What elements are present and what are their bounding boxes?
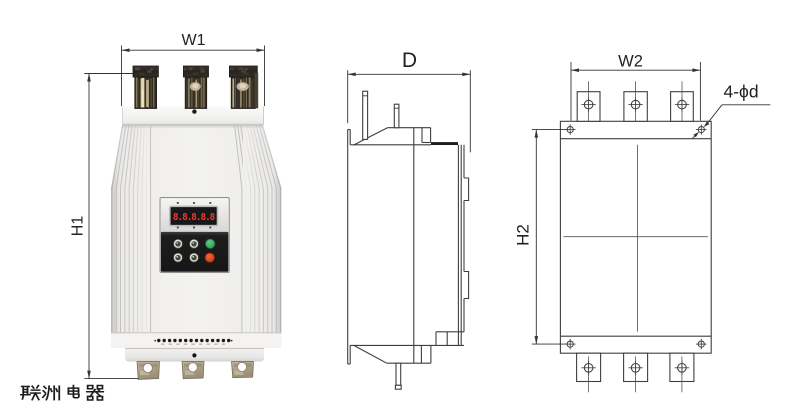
- gasket-strip: [431, 142, 458, 145]
- led-display: [169, 205, 219, 227]
- terminal-hole-icon: [674, 97, 690, 112]
- dim-label-w1: W1: [182, 32, 206, 49]
- terminal-labels: [161, 343, 226, 345]
- mount-tab-1: [136, 361, 160, 380]
- terminal-lug-3: [228, 65, 258, 109]
- top-cap-screw: [192, 109, 197, 114]
- front-view: 8.8.8.8.8: [111, 65, 282, 380]
- dim-label-w2: W2: [618, 53, 643, 71]
- dim-label-holes: 4-ϕd: [724, 82, 759, 102]
- control-terminal-row: [154, 338, 233, 343]
- bottom-flange-screw: [192, 353, 197, 358]
- keypad-panel: [160, 231, 229, 272]
- side-view: [347, 90, 470, 390]
- front-top-cap: [122, 106, 264, 125]
- control-panel: 8.8.8.8.8: [159, 197, 230, 273]
- back-body: [559, 120, 712, 354]
- led-display-value: 8.8.8.8.8: [173, 212, 216, 223]
- button-run: [204, 238, 216, 250]
- corner-hole-icon: [696, 338, 707, 350]
- button-shift: [189, 252, 199, 263]
- button-stop: [204, 252, 216, 263]
- side-dimensions: D: [347, 49, 471, 153]
- watermark-text: [20, 384, 105, 401]
- button-set: [189, 238, 199, 249]
- button-up: [173, 238, 183, 249]
- terminal-lug-2: [182, 65, 209, 109]
- stud-pin-bottom: [395, 362, 402, 386]
- dim-label-d: D: [402, 49, 417, 72]
- corner-hole-icon: [696, 124, 707, 135]
- stud-pin-top-2: [393, 103, 400, 129]
- stud-pin-top-1: [362, 90, 369, 140]
- terminal-hole-icon: [581, 360, 596, 375]
- back-view: [559, 81, 712, 393]
- terminal-hole-icon: [581, 97, 596, 112]
- terminal-hole-icon: [628, 97, 643, 112]
- terminal-hole-icon: [628, 360, 643, 375]
- mount-tab-2: [181, 361, 205, 380]
- button-down: [173, 252, 183, 263]
- terminal-lug-1: [132, 65, 159, 109]
- dim-label-h1: H1: [70, 216, 87, 237]
- terminal-hole-icon: [674, 360, 690, 375]
- mount-tab-3: [231, 361, 254, 379]
- dim-label-h2: H2: [514, 224, 533, 246]
